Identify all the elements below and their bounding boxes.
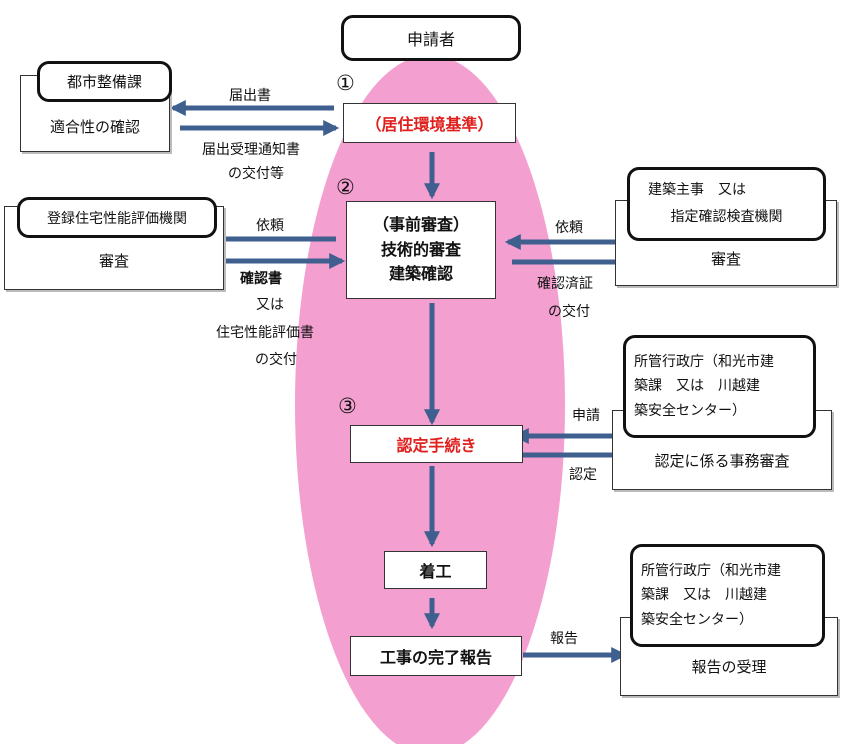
prereview-line1: （事前審査） (372, 214, 469, 234)
prereview-line2: 技術的審査 (380, 239, 461, 259)
gyosei1-body-label: 認定に係る事務審査 (654, 452, 790, 470)
residential-standard-label: （居住環境基準） (365, 115, 494, 134)
certification-label: 認定手続き (396, 436, 477, 455)
gyosei2-body-label: 報告の受理 (691, 658, 767, 676)
kakunin-right-line1: 確認済証 (537, 276, 593, 292)
irai-right-label: 依頼 (555, 220, 583, 236)
toshi-title-label: 都市整備課 (66, 73, 142, 91)
gyosei2-title-line2: 築課 又は 川越建 (641, 587, 767, 604)
gyosei2-title-line1: 所管行政庁（和光市建 (641, 562, 781, 579)
certification-box: 認定手続き (350, 425, 523, 463)
hyoka-title-label: 登録住宅性能評価機関 (47, 210, 187, 227)
prereview-line3: 建築確認 (388, 264, 453, 284)
construction-label: 着工 (419, 562, 452, 581)
kenchiku-title-box: 建築主事 又は 指定確認検査機関 (627, 167, 826, 241)
juri-line1: 届出受理通知書 (202, 142, 300, 158)
gyosei2-title-box: 所管行政庁（和光市建 築課 又は 川越建 築安全センター） (630, 544, 825, 647)
shinsei-label: 申請 (572, 408, 600, 424)
toshi-title-box: 都市整備課 (37, 61, 172, 102)
kakunin-left-line2: 又は (256, 297, 284, 313)
gyosei1-title-line1: 所管行政庁（和光市建 (634, 353, 774, 370)
hyoka-title-box: 登録住宅性能評価機関 (17, 197, 217, 238)
completion-box: 工事の完了報告 (350, 636, 522, 676)
kakunin-left-line1: 確認書 (240, 271, 282, 287)
kakunin-left-line4: の交付 (255, 352, 297, 368)
gyosei2-title-line3: 築安全センター） (641, 611, 753, 628)
applicant-box: 申請者 (341, 15, 521, 61)
kenchiku-title-line1: 建築主事 又は (648, 182, 746, 199)
applicant-label: 申請者 (406, 30, 455, 49)
kakunin-right-line2: の交付 (548, 304, 590, 320)
residential-standard-box: （居住環境基準） (343, 103, 516, 143)
todokede-label: 届出書 (229, 88, 271, 104)
step-3-number: ③ (338, 394, 357, 418)
toshi-body-label: 適合性の確認 (49, 118, 140, 136)
prereview-box: （事前審査） 技術的審査 建築確認 (346, 201, 496, 299)
hokoku-label: 報告 (550, 631, 578, 647)
step-1-number: ① (336, 71, 355, 95)
completion-label: 工事の完了報告 (379, 648, 492, 667)
kenchiku-body-label: 審査 (710, 250, 741, 268)
gyosei1-title-box: 所管行政庁（和光市建 築課 又は 川越建 築安全センター） (623, 335, 816, 438)
hyoka-body-label: 審査 (98, 252, 129, 270)
irai-left-label: 依頼 (256, 218, 284, 234)
gyosei1-title-line2: 築課 又は 川越建 (634, 378, 760, 395)
kakunin-left-line3: 住宅性能評価書 (216, 325, 314, 341)
step-2-number: ② (336, 175, 355, 199)
gyosei1-title-line3: 築安全センター） (634, 402, 746, 419)
juri-line2: の交付等 (228, 166, 284, 182)
construction-box: 着工 (384, 551, 487, 589)
nintei-label: 認定 (569, 467, 597, 483)
kenchiku-title-line2: 指定確認検査機関 (670, 209, 783, 225)
